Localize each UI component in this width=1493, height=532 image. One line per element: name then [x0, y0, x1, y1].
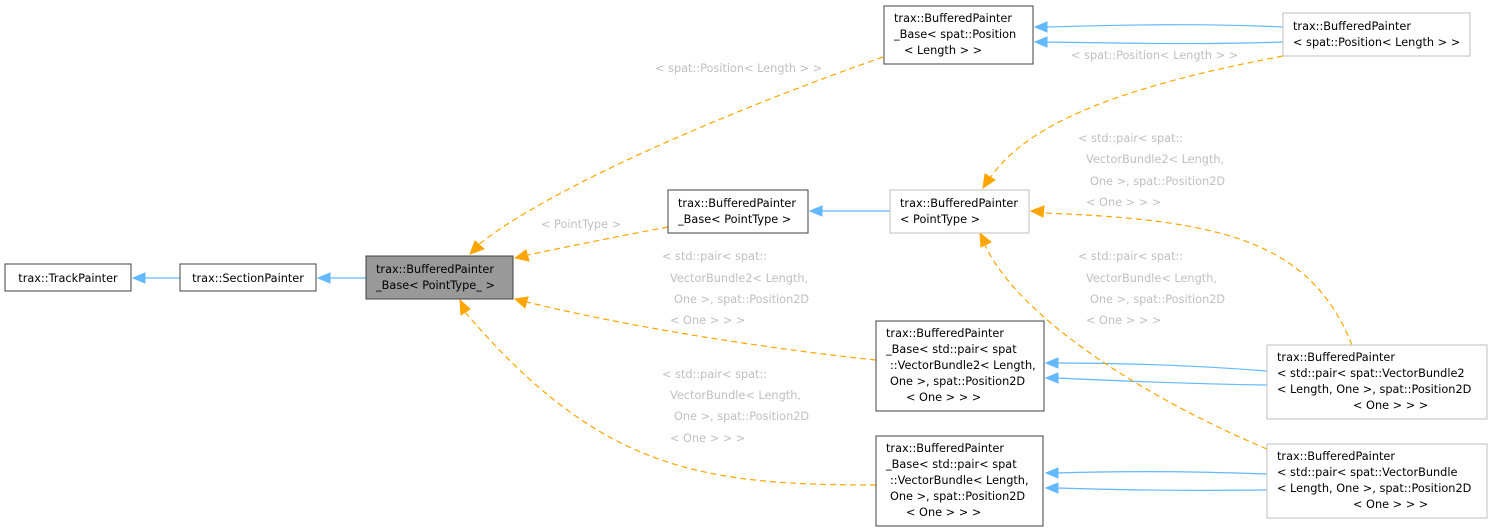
edge-template-position: [477, 56, 884, 246]
svg-text:< std::pair< spat::VectorBundl: < std::pair< spat::VectorBundle2: [1277, 367, 1465, 380]
svg-text:< One > > >: < One > > >: [1086, 314, 1161, 327]
arrow-head: [316, 272, 331, 284]
arrow-head: [982, 173, 996, 190]
svg-text:< One > > >: < One > > >: [1353, 399, 1428, 412]
svg-text:trax::BufferedPainter: trax::BufferedPainter: [894, 12, 1012, 25]
edge-template-vb-derived: [984, 244, 1268, 450]
svg-text:VectorBundle< Length,: VectorBundle< Length,: [670, 389, 801, 402]
edge-template-pointtype: [527, 226, 669, 256]
arrow-head: [513, 249, 530, 262]
svg-text:trax::SectionPainter: trax::SectionPainter: [192, 272, 304, 285]
svg-text:< std::pair< spat::: < std::pair< spat::: [662, 368, 767, 381]
node-buffered-painter-position[interactable]: trax::BufferedPainter < spat::Position< …: [1282, 12, 1471, 57]
svg-text:< One > > >: < One > > >: [670, 314, 745, 327]
svg-text:VectorBundle2< Length,: VectorBundle2< Length,: [670, 272, 808, 285]
arrow-head: [459, 298, 471, 316]
arrow-head: [808, 205, 823, 217]
svg-text:One >, spat::Position2D: One >, spat::Position2D: [674, 410, 809, 423]
svg-text:VectorBundle< Length,: VectorBundle< Length,: [1086, 272, 1217, 285]
edge-bp-position-base-2: [1045, 41, 1284, 45]
svg-text:trax::BufferedPainter: trax::BufferedPainter: [678, 197, 796, 210]
node-buffered-painter-base-vectorbundle[interactable]: trax::BufferedPainter _Base< std::pair< …: [875, 435, 1044, 527]
svg-text:trax::BufferedPainter: trax::BufferedPainter: [900, 197, 1018, 210]
svg-text:::VectorBundle2< Length,: ::VectorBundle2< Length,: [890, 359, 1036, 372]
svg-text:One >, spat::Position2D: One >, spat::Position2D: [890, 490, 1025, 503]
svg-text:< std::pair< spat::VectorBundl: < std::pair< spat::VectorBundle: [1277, 466, 1457, 479]
svg-text:< One > > >: < One > > >: [1086, 196, 1161, 209]
node-buffered-painter-vectorbundle2[interactable]: trax::BufferedPainter < std::pair< spat:…: [1266, 344, 1488, 420]
svg-text:_Base< std::pair< spat: _Base< std::pair< spat: [885, 343, 1017, 356]
svg-text:< One > > >: < One > > >: [1353, 498, 1428, 511]
edge-label-vb-upper: < std::pair< spat:: VectorBundle< Length…: [1078, 250, 1225, 327]
arrow-head: [131, 272, 146, 284]
node-buffered-painter-pointtype[interactable]: trax::BufferedPainter < PointType >: [889, 189, 1030, 234]
edge-bp-position-base-1: [1045, 24, 1284, 28]
edge-template-vb: [464, 311, 877, 486]
svg-text:< Length > >: < Length > >: [904, 44, 982, 57]
svg-text:One >, spat::Position2D: One >, spat::Position2D: [1090, 293, 1225, 306]
edge-label-position: < spat::Position< Length > >: [655, 62, 822, 75]
arrow-head: [1044, 482, 1059, 494]
arrow-head: [1044, 357, 1059, 369]
svg-text:< One > > >: < One > > >: [906, 391, 981, 404]
svg-text:trax::BufferedPainter: trax::BufferedPainter: [1293, 20, 1411, 33]
svg-text:_Base< PointType_ >: _Base< PointType_ >: [375, 279, 495, 292]
arrow-head: [513, 296, 529, 309]
edge-labels: < spat::Position< Length > > < spat::Pos…: [541, 49, 1238, 445]
svg-text:< One > > >: < One > > >: [906, 506, 981, 519]
edge-label-position-derived: < spat::Position< Length > >: [1071, 49, 1238, 62]
svg-text:< One > > >: < One > > >: [670, 432, 745, 445]
edge-label-vb2-upper: < std::pair< spat:: VectorBundle2< Lengt…: [1078, 132, 1225, 209]
svg-text:_Base< PointType >: _Base< PointType >: [677, 213, 791, 226]
node-buffered-painter-base-vectorbundle2[interactable]: trax::BufferedPainter _Base< std::pair< …: [875, 320, 1045, 412]
arrow-head: [1033, 36, 1048, 48]
svg-text:< std::pair< spat::: < std::pair< spat::: [1078, 132, 1183, 145]
arrow-head: [1044, 467, 1059, 479]
svg-text:_Base< std::pair< spat: _Base< std::pair< spat: [885, 458, 1017, 471]
svg-text:< spat::Position< Length > >: < spat::Position< Length > >: [1293, 36, 1460, 49]
node-track-painter[interactable]: trax::TrackPainter: [4, 263, 132, 292]
svg-text:trax::BufferedPainter: trax::BufferedPainter: [1277, 351, 1395, 364]
svg-text:< Length, One >, spat::Positio: < Length, One >, spat::Position2D: [1277, 482, 1472, 495]
arrow-head: [979, 231, 992, 248]
svg-text:One >, spat::Position2D: One >, spat::Position2D: [890, 375, 1025, 388]
svg-text:One >, spat::Position2D: One >, spat::Position2D: [674, 293, 809, 306]
svg-text:trax::BufferedPainter: trax::BufferedPainter: [1277, 450, 1395, 463]
node-buffered-painter-vectorbundle[interactable]: trax::BufferedPainter < std::pair< spat:…: [1266, 443, 1488, 519]
node-buffered-painter-base-position[interactable]: trax::BufferedPainter _Base< spat::Posit…: [883, 5, 1034, 65]
svg-text:::VectorBundle< Length,: ::VectorBundle< Length,: [890, 474, 1029, 487]
arrow-head: [1044, 372, 1059, 384]
svg-text:VectorBundle2< Length,: VectorBundle2< Length,: [1086, 153, 1224, 166]
edge-bp-vb-base-2: [1056, 487, 1268, 491]
edge-label-pointtype: < PointType >: [541, 218, 621, 231]
node-buffered-painter-base-pointtype[interactable]: trax::BufferedPainter _Base< PointType >: [667, 189, 809, 234]
svg-text:trax::BufferedPainter: trax::BufferedPainter: [886, 442, 1004, 455]
node-section-painter[interactable]: trax::SectionPainter: [179, 263, 317, 292]
svg-text:trax::TrackPainter: trax::TrackPainter: [18, 272, 118, 285]
svg-text:< Length, One >, spat::Positio: < Length, One >, spat::Position2D: [1277, 383, 1472, 396]
arrow-head: [469, 240, 485, 255]
edge-template-position-derived: [989, 55, 1284, 179]
edge-label-vb2-left: < std::pair< spat:: VectorBundle2< Lengt…: [662, 250, 809, 327]
node-buffered-painter-base-pointtype-focus[interactable]: trax::BufferedPainter _Base< PointType_ …: [365, 255, 514, 300]
svg-text:trax::BufferedPainter: trax::BufferedPainter: [886, 327, 1004, 340]
svg-text:_Base< spat::Position: _Base< spat::Position: [893, 28, 1016, 41]
edge-bp-vb-base-1: [1056, 471, 1268, 475]
svg-text:< std::pair< spat::: < std::pair< spat::: [662, 250, 767, 263]
arrow-head: [1033, 21, 1048, 33]
edges: [131, 21, 1353, 494]
svg-text:trax::BufferedPainter: trax::BufferedPainter: [376, 263, 494, 276]
svg-text:< std::pair< spat::: < std::pair< spat::: [1078, 250, 1183, 263]
arrow-head: [1029, 205, 1045, 218]
svg-text:One >, spat::Position2D: One >, spat::Position2D: [1090, 175, 1225, 188]
edge-bp-vb2-base-1: [1056, 362, 1268, 372]
svg-text:< PointType >: < PointType >: [900, 213, 980, 226]
edge-template-vb2-derived: [1044, 212, 1353, 346]
edge-bp-vb2-base-2: [1056, 377, 1268, 386]
edge-template-vb2: [526, 301, 877, 361]
edge-label-vb-left: < std::pair< spat:: VectorBundle< Length…: [662, 368, 809, 445]
